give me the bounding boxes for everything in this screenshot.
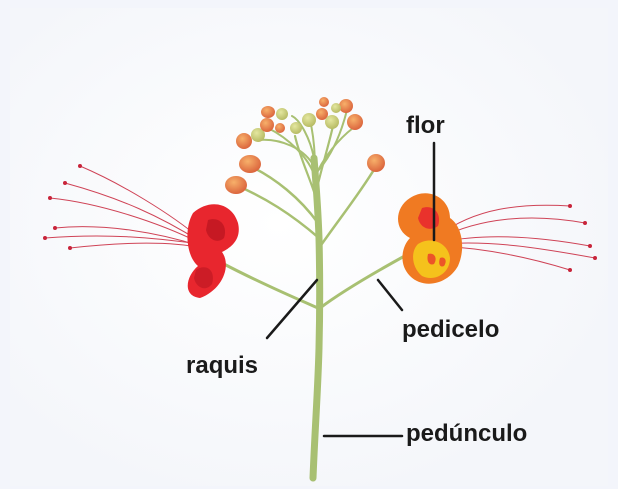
label-raquis: raquis — [186, 354, 258, 378]
inflorescence-illustration — [10, 8, 608, 486]
flower-photo: flor pedicelo raquis pedúnculo — [10, 8, 608, 486]
label-pedicelo: pedicelo — [402, 318, 499, 342]
label-peduncle: pedúnculo — [406, 422, 527, 446]
photo-background — [10, 8, 608, 486]
label-flor: flor — [406, 114, 445, 138]
